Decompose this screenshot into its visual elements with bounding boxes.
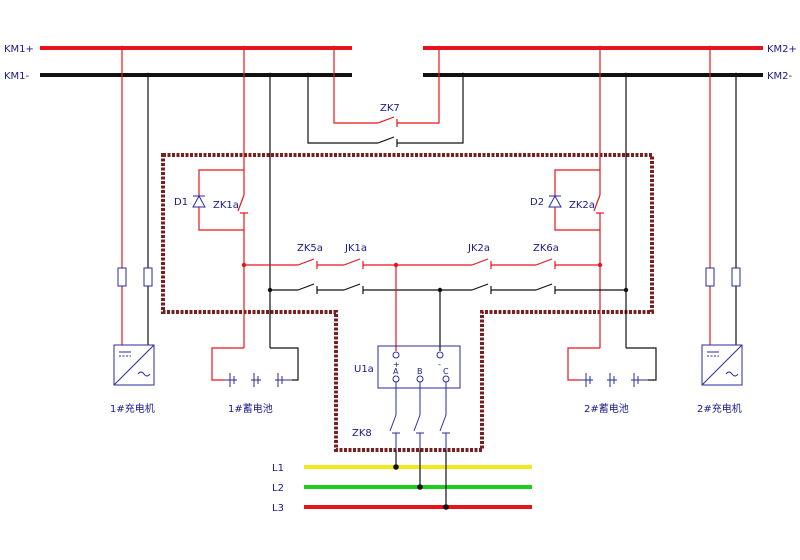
label-battery1: 1#蓄电池 bbox=[228, 402, 273, 415]
bus-label-km1-plus: KM1+ bbox=[4, 44, 34, 55]
label-zk2a: ZK2a bbox=[569, 200, 595, 211]
bus-label-km2-plus: KM2+ bbox=[767, 44, 797, 55]
negative-interconnect bbox=[270, 283, 626, 294]
charger2-feeders bbox=[705, 45, 741, 345]
u1a-terminal-b: B bbox=[417, 367, 423, 376]
label-u1a: U1a bbox=[354, 364, 374, 375]
u1a-terminal-a: A bbox=[393, 367, 399, 376]
label-l3: L3 bbox=[272, 503, 284, 514]
label-l2: L2 bbox=[272, 483, 284, 494]
label-jk1a: JK1a bbox=[344, 243, 367, 254]
battery2-icon bbox=[567, 347, 657, 387]
charger1-feeders bbox=[117, 45, 153, 345]
label-zk6a: ZK6a bbox=[533, 243, 559, 254]
label-jk2a: JK2a bbox=[467, 243, 490, 254]
d2-diode-icon bbox=[548, 194, 562, 208]
label-charger1: 1#充电机 bbox=[110, 402, 155, 415]
enclosure-outline bbox=[161, 153, 654, 452]
u1a-terminal-c: C bbox=[443, 367, 449, 376]
zk7-tie-switch bbox=[305, 45, 466, 147]
battery1-icon bbox=[211, 347, 299, 387]
label-d1: D1 bbox=[174, 197, 188, 208]
u1a-plus-terminal: + bbox=[393, 360, 400, 369]
label-battery2: 2#蓄电池 bbox=[584, 402, 629, 415]
charger1-icon bbox=[113, 344, 155, 386]
label-zk8: ZK8 bbox=[352, 428, 372, 439]
label-zk5a: ZK5a bbox=[297, 243, 323, 254]
battery1-positive-branch bbox=[198, 45, 248, 348]
bus-label-km1-minus: KM1- bbox=[4, 71, 30, 82]
label-charger2: 2#充电机 bbox=[697, 402, 742, 415]
label-zk1a: ZK1a bbox=[213, 200, 239, 211]
d1-diode-icon bbox=[192, 194, 206, 208]
phase-taps bbox=[393, 450, 449, 510]
charger2-icon bbox=[701, 344, 743, 386]
battery2-negative-branch bbox=[623, 72, 629, 348]
battery2-positive-branch bbox=[554, 45, 604, 348]
label-zk7: ZK7 bbox=[380, 103, 400, 114]
zk8-switch bbox=[389, 382, 450, 450]
battery1-negative-branch bbox=[267, 72, 273, 348]
label-l1: L1 bbox=[272, 463, 284, 474]
positive-interconnect bbox=[244, 258, 600, 269]
bus-label-km2-minus: KM2- bbox=[767, 71, 793, 82]
u1a-minus-terminal: - bbox=[438, 360, 441, 369]
label-d2: D2 bbox=[530, 197, 544, 208]
